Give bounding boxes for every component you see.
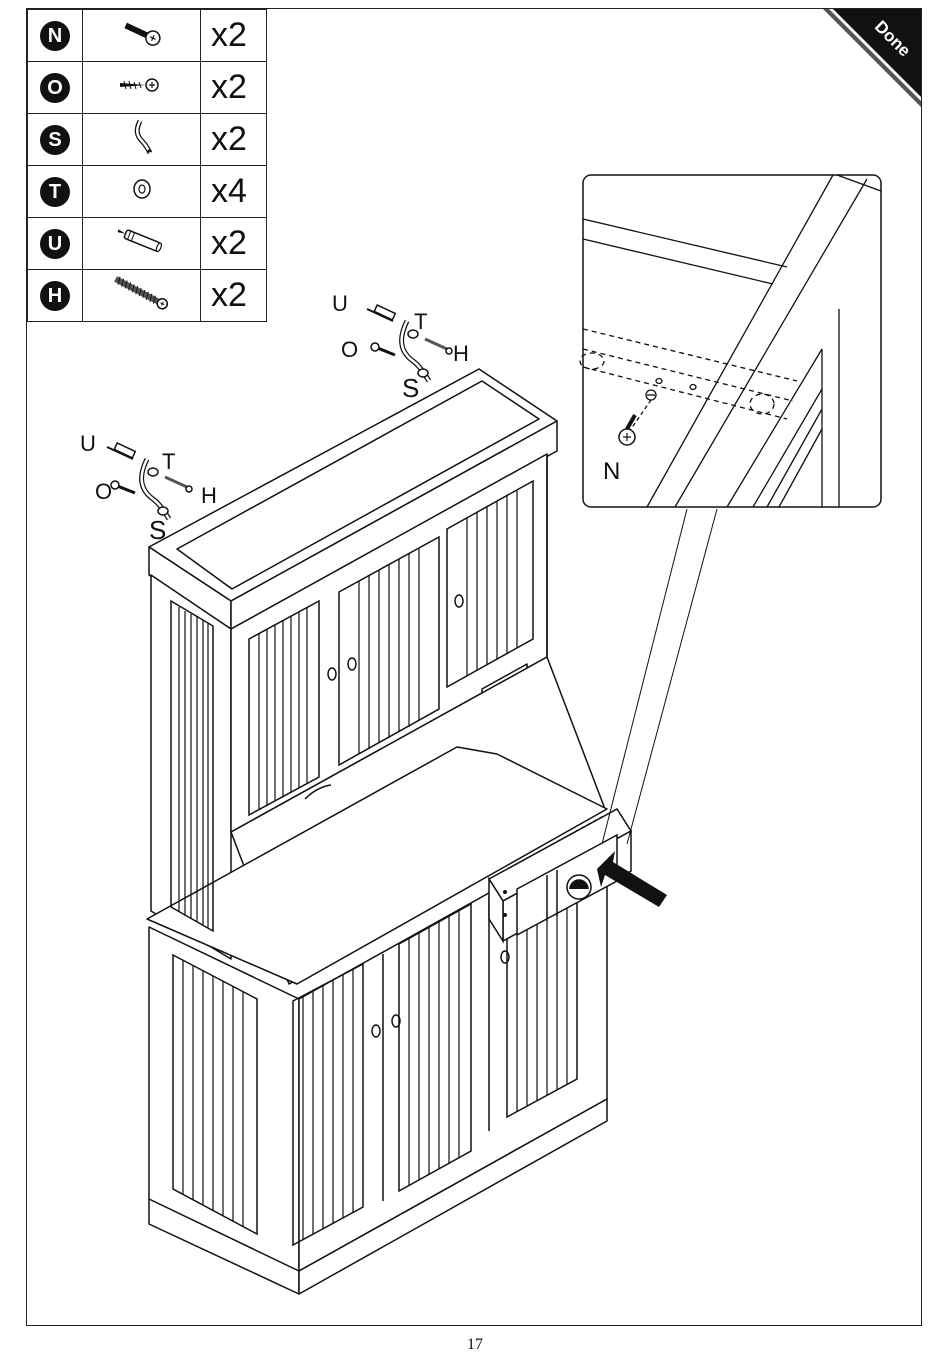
callout-o-top: O bbox=[341, 337, 358, 362]
callout-u-left: U bbox=[80, 431, 96, 456]
callout-s-top: S bbox=[402, 373, 419, 403]
callout-t-left: T bbox=[162, 449, 175, 474]
callout-h-left: H bbox=[201, 483, 217, 508]
cabinet-illustration: U T O H S U T O H S bbox=[27, 9, 921, 1325]
callout-u-top: U bbox=[332, 291, 348, 316]
callout-h-top: H bbox=[453, 341, 469, 366]
callout-o-left: O bbox=[95, 479, 112, 504]
detail-inset: N bbox=[580, 175, 881, 507]
instruction-page-frame: N x2 O x2 S x2 T x4 U x2 H x2 bbox=[26, 8, 922, 1326]
callout-s-left: S bbox=[149, 515, 166, 545]
callout-t-top: T bbox=[414, 309, 427, 334]
callout-n: N bbox=[603, 458, 620, 485]
page-number: 17 bbox=[0, 1336, 950, 1354]
